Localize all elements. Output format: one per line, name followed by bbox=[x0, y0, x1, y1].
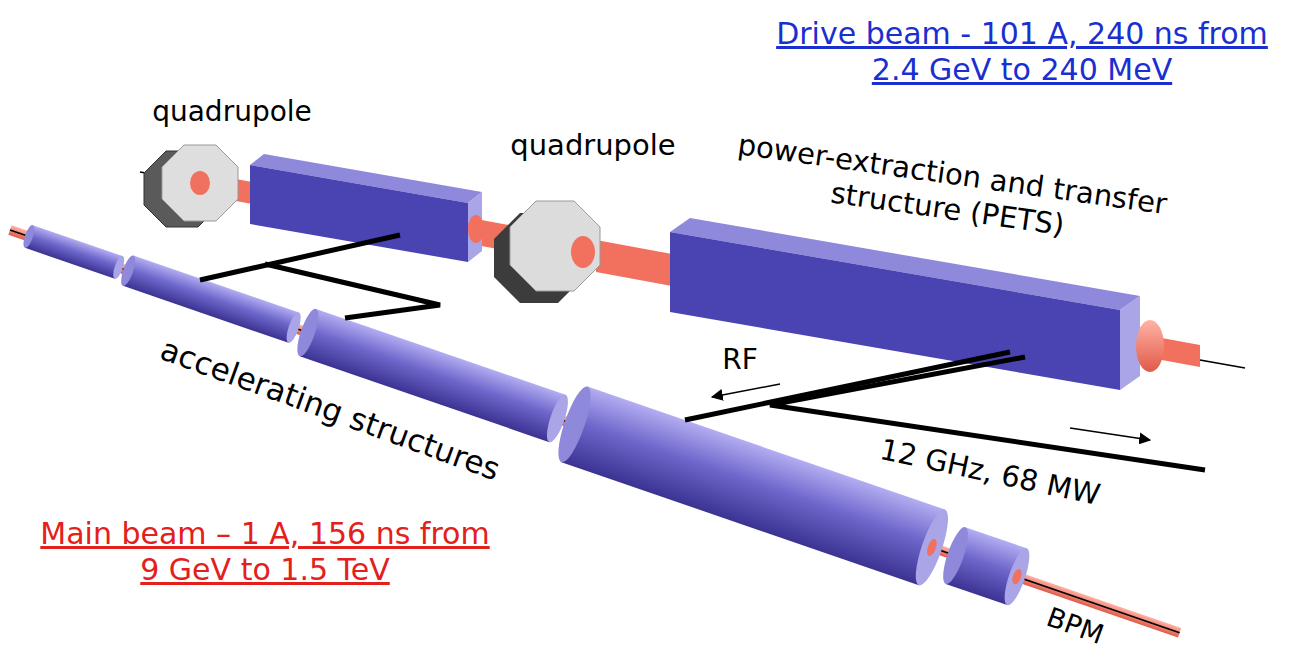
main-beam-spec: Main beam – 1 A, 156 ns from 9 GeV to 1.… bbox=[30, 516, 500, 588]
quadrupole-magnet bbox=[494, 201, 600, 303]
rf-flow-arrow bbox=[712, 384, 780, 397]
accelerating-structure bbox=[552, 383, 954, 588]
signal-name: RF bbox=[722, 343, 758, 377]
accelerating-structure bbox=[21, 224, 126, 280]
pets-structure bbox=[250, 154, 484, 262]
part-name: quadrupole bbox=[152, 95, 312, 129]
quadrupole-magnet bbox=[144, 145, 238, 227]
bpm-monitor bbox=[938, 525, 1034, 608]
main-beam-line bbox=[0, 192, 1193, 659]
part-name: quadrupole bbox=[510, 128, 675, 163]
pets-structure bbox=[670, 218, 1164, 390]
power-flow-arrow bbox=[1070, 428, 1150, 440]
drive-beam-spec: Drive beam - 101 A, 240 ns from 2.4 GeV … bbox=[762, 16, 1282, 88]
